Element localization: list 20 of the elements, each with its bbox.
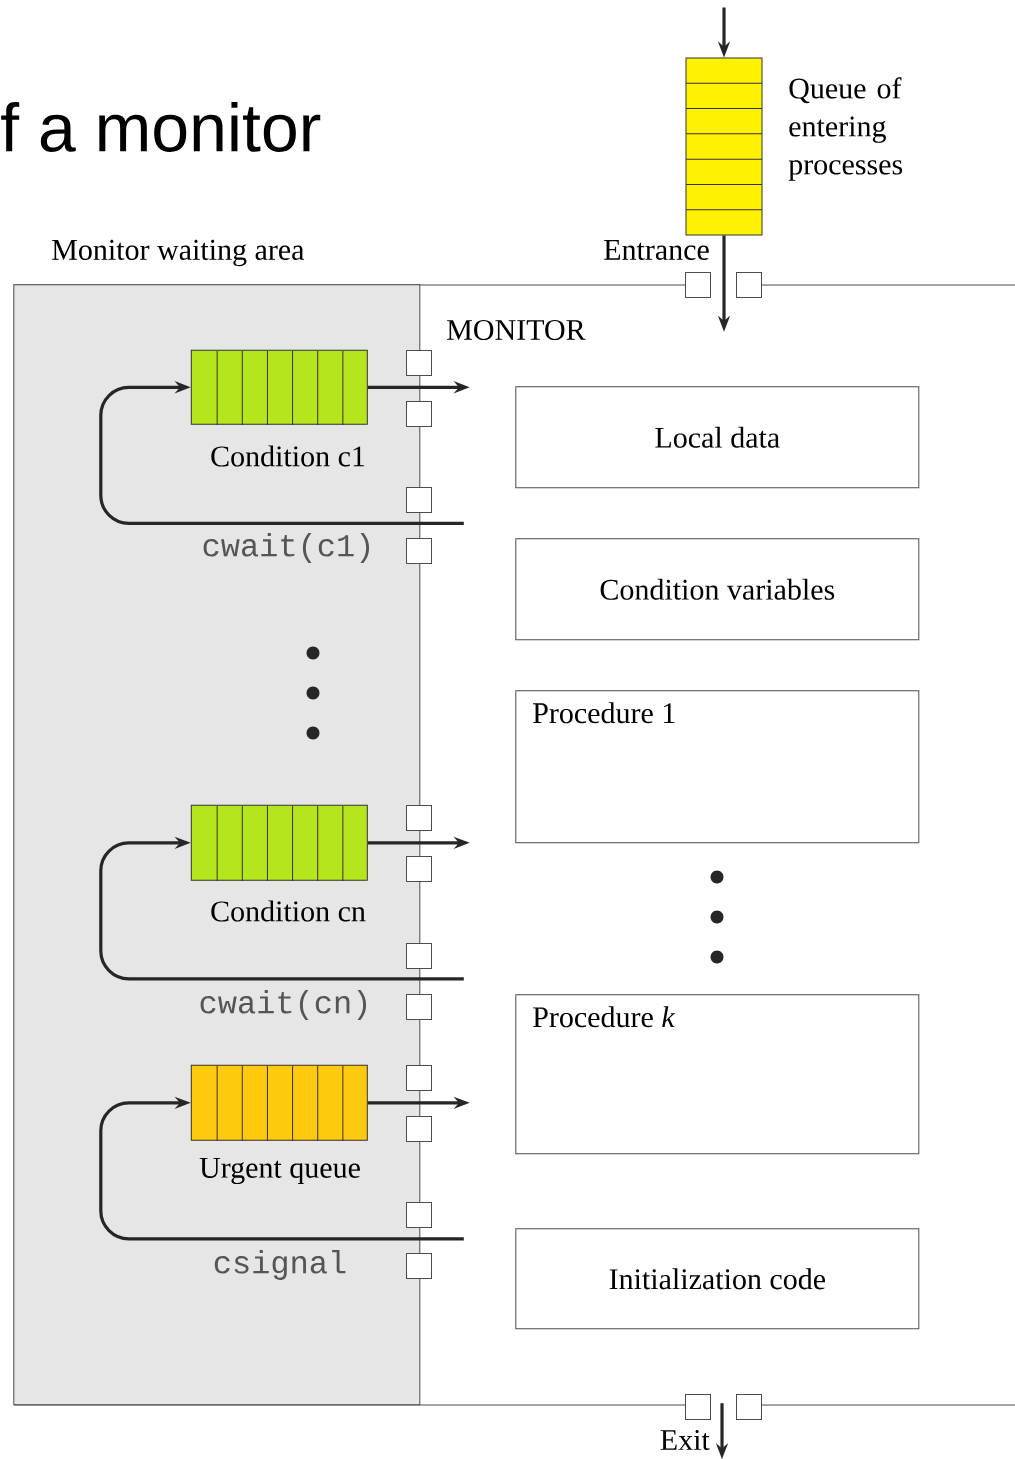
area-heading: MONITOR: [447, 319, 586, 341]
area-heading: Monitor waiting area: [52, 239, 305, 267]
queue-label: Urgent queue: [199, 1157, 360, 1185]
edge-label: cwait(cn): [196, 988, 374, 1022]
monitor-box: Local data: [515, 386, 920, 489]
procedure-box: Procedure 1: [515, 690, 920, 844]
monitor-box: Condition variables: [515, 538, 920, 641]
arrow: [99, 836, 464, 981]
arrow: [99, 1096, 464, 1241]
edge-label: Entrance: [601, 238, 712, 262]
edge-label: cwait(c1): [199, 531, 377, 565]
arrow: [99, 381, 464, 525]
procedure-box: Procedure k: [515, 994, 920, 1155]
queue-label: Condition cn: [211, 900, 366, 922]
queue-label: Condition c1: [211, 445, 365, 467]
queue-label: Queue of entering processes: [788, 77, 903, 181]
monitor-box: Initialization code: [515, 1228, 920, 1330]
edge-label: Exit: [657, 1427, 712, 1453]
edge-label: csignal: [210, 1248, 350, 1282]
title: f a monitor: [1, 102, 321, 152]
